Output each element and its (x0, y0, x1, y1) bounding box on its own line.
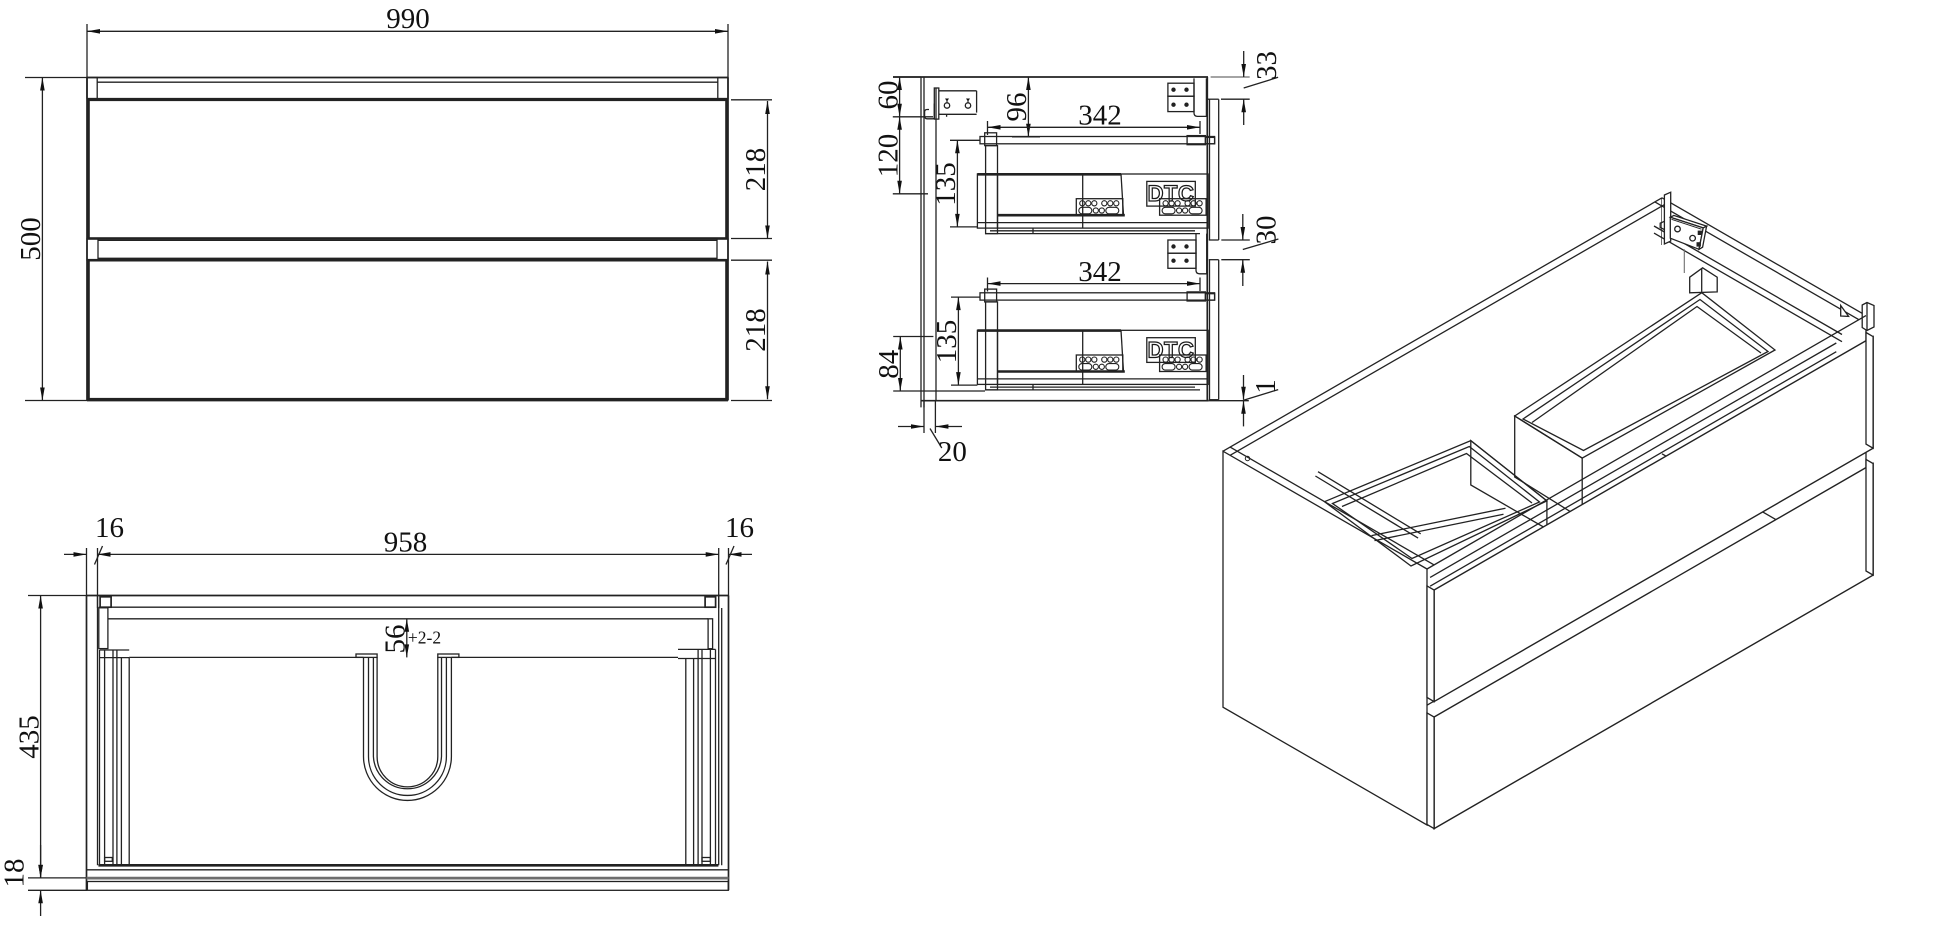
svg-text:DTC: DTC (1148, 181, 1195, 206)
svg-text:56: 56 (380, 625, 412, 654)
svg-text:33: 33 (1251, 51, 1283, 80)
svg-text:990: 990 (386, 3, 430, 35)
svg-text:958: 958 (384, 527, 428, 559)
svg-text:DTC: DTC (1148, 337, 1195, 362)
svg-text:500: 500 (15, 217, 47, 261)
svg-text:18: 18 (0, 859, 31, 888)
svg-text:16: 16 (95, 512, 124, 544)
svg-text:218: 218 (740, 148, 772, 192)
svg-text:435: 435 (13, 715, 45, 759)
svg-text:16: 16 (725, 512, 754, 544)
svg-text:30: 30 (1251, 216, 1283, 245)
svg-text:+2-2: +2-2 (408, 628, 441, 648)
svg-text:342: 342 (1078, 100, 1122, 132)
svg-text:342: 342 (1078, 256, 1122, 288)
svg-text:60: 60 (872, 81, 904, 110)
svg-text:1: 1 (1250, 379, 1282, 394)
svg-text:20: 20 (938, 436, 967, 468)
svg-text:84: 84 (873, 349, 905, 379)
svg-text:96: 96 (1001, 93, 1033, 122)
svg-text:120: 120 (872, 134, 904, 178)
svg-text:135: 135 (930, 162, 962, 206)
svg-text:218: 218 (740, 308, 772, 352)
